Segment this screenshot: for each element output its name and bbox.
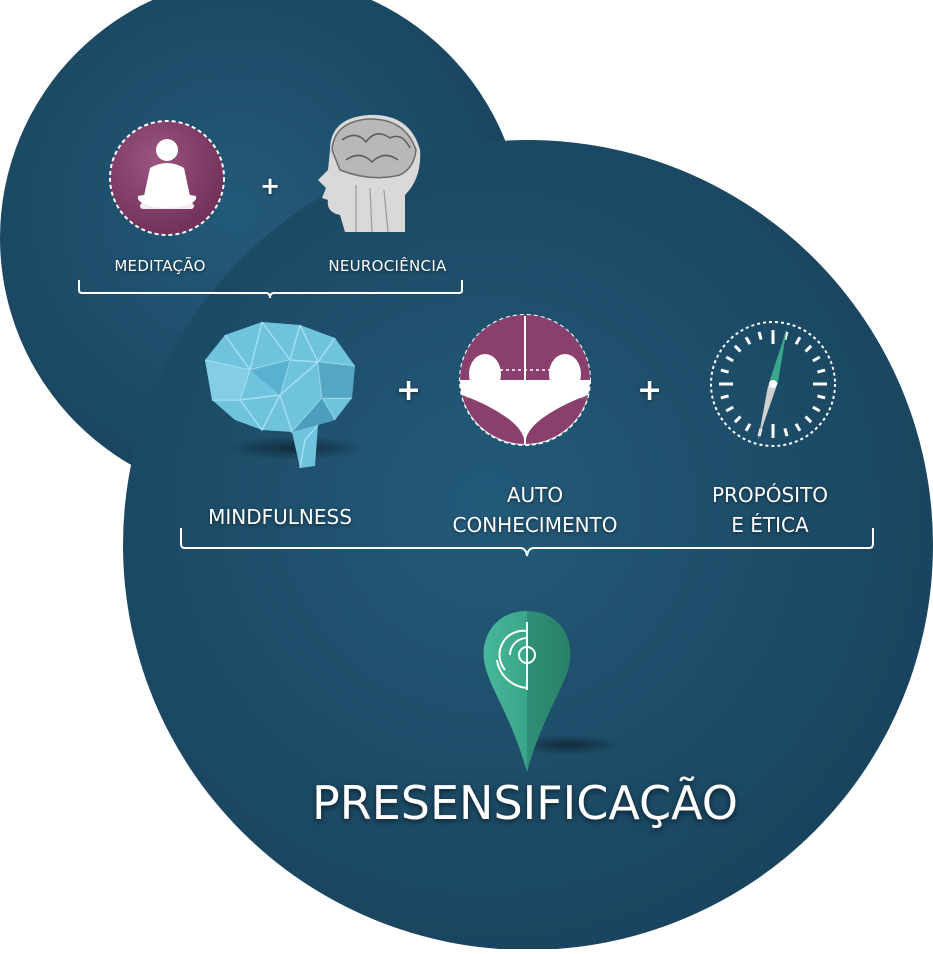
compass-tick xyxy=(817,394,826,400)
polygon-brain-icon xyxy=(204,321,365,469)
compass-tick xyxy=(720,394,729,400)
brain-head-icon xyxy=(318,114,421,233)
meditation-label: MEDITAÇÃO xyxy=(114,257,206,275)
compass-tick xyxy=(733,415,742,424)
meditation-icon xyxy=(109,120,225,236)
compass-tick xyxy=(744,336,752,345)
compass-tick xyxy=(725,355,734,363)
result-title: PRESENSIFICAÇÃO xyxy=(312,776,738,830)
top-bracket xyxy=(78,280,463,299)
plus-sign-middle-1: + xyxy=(396,373,422,408)
compass-tick xyxy=(744,423,752,432)
compass-tick xyxy=(794,423,802,432)
mindfulness-label: MINDFULNESS xyxy=(208,505,352,529)
compass-tick xyxy=(804,344,813,353)
compass-tick xyxy=(783,428,789,437)
compass-tick xyxy=(804,415,813,424)
compass-tick xyxy=(812,355,821,363)
compass-icon xyxy=(710,321,836,447)
middle-bracket xyxy=(180,528,874,557)
purpose-label-line2: E ÉTICA xyxy=(731,513,809,537)
compass-tick xyxy=(817,368,826,374)
self-knowledge-label-line2: CONHECIMENTO xyxy=(452,513,618,537)
compass-tick xyxy=(733,344,742,353)
compass-tick xyxy=(812,405,821,413)
compass-tick xyxy=(794,336,802,345)
compass-tick xyxy=(725,405,734,413)
self-knowledge-icon xyxy=(459,314,591,446)
purpose-label-line1: PROPÓSITO xyxy=(711,483,829,507)
compass-tick xyxy=(757,331,763,340)
neuroscience-label: NEUROCIÊNCIA xyxy=(328,257,447,275)
plus-sign-middle-2: + xyxy=(637,373,663,408)
location-pin-icon xyxy=(483,611,623,772)
plus-sign-top: + xyxy=(260,172,281,200)
compass-tick xyxy=(720,368,729,374)
self-knowledge-label-line1: AUTO xyxy=(506,483,564,507)
